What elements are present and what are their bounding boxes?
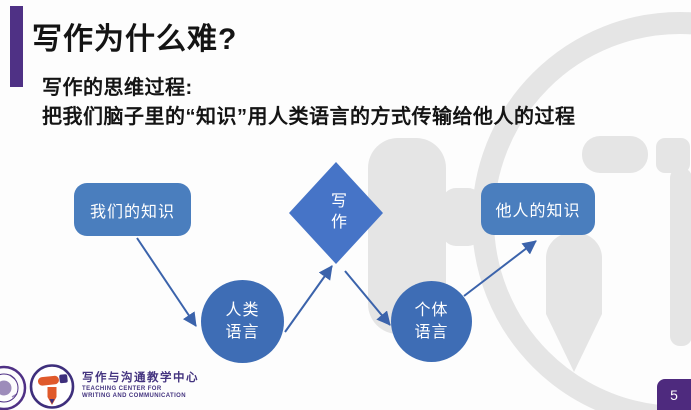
node-label: 他人的知识 (495, 203, 581, 220)
page-number-badge: 5 (657, 379, 691, 410)
page-number: 5 (670, 386, 678, 403)
node-our-knowledge: 我们的知识 (74, 183, 191, 236)
node-label: 我们的知识 (89, 203, 175, 221)
subtitle-line-1: 写作的思维过程: (42, 77, 193, 99)
node-label-line1: 人类 (225, 301, 260, 319)
org-name-english-line1: TEACHING CENTER FOR (82, 386, 162, 392)
subtitle-line-2: 把我们脑子里的“知识”用人类语言的方式传输给他人的过程 (42, 106, 576, 128)
node-label-line2: 语言 (225, 323, 260, 341)
org-name-english-line2: WRITING AND COMMUNICATION (82, 393, 186, 399)
org-name-chinese: 写作与沟通教学中心 (82, 372, 199, 384)
node-individual-language: 个体 语言 (391, 281, 472, 362)
slide-title: 写作为什么难? (32, 23, 238, 56)
node-label-line1: 个体 (414, 301, 449, 319)
node-label-line2: 语言 (414, 323, 449, 341)
node-human-language: 人类 语言 (201, 280, 284, 363)
node-label: 写作 (328, 192, 345, 234)
university-seal-icon (0, 365, 27, 410)
footer-org-name: 写作与沟通教学中心 TEACHING CENTER FOR WRITING AN… (82, 369, 199, 399)
subtitle: 写作的思维过程: 把我们脑子里的“知识”用人类语言的方式传输给他人的过程 (42, 74, 576, 132)
title-accent-bar (10, 6, 23, 87)
teaching-center-logo-icon (29, 364, 75, 409)
node-others-knowledge: 他人的知识 (481, 183, 595, 235)
